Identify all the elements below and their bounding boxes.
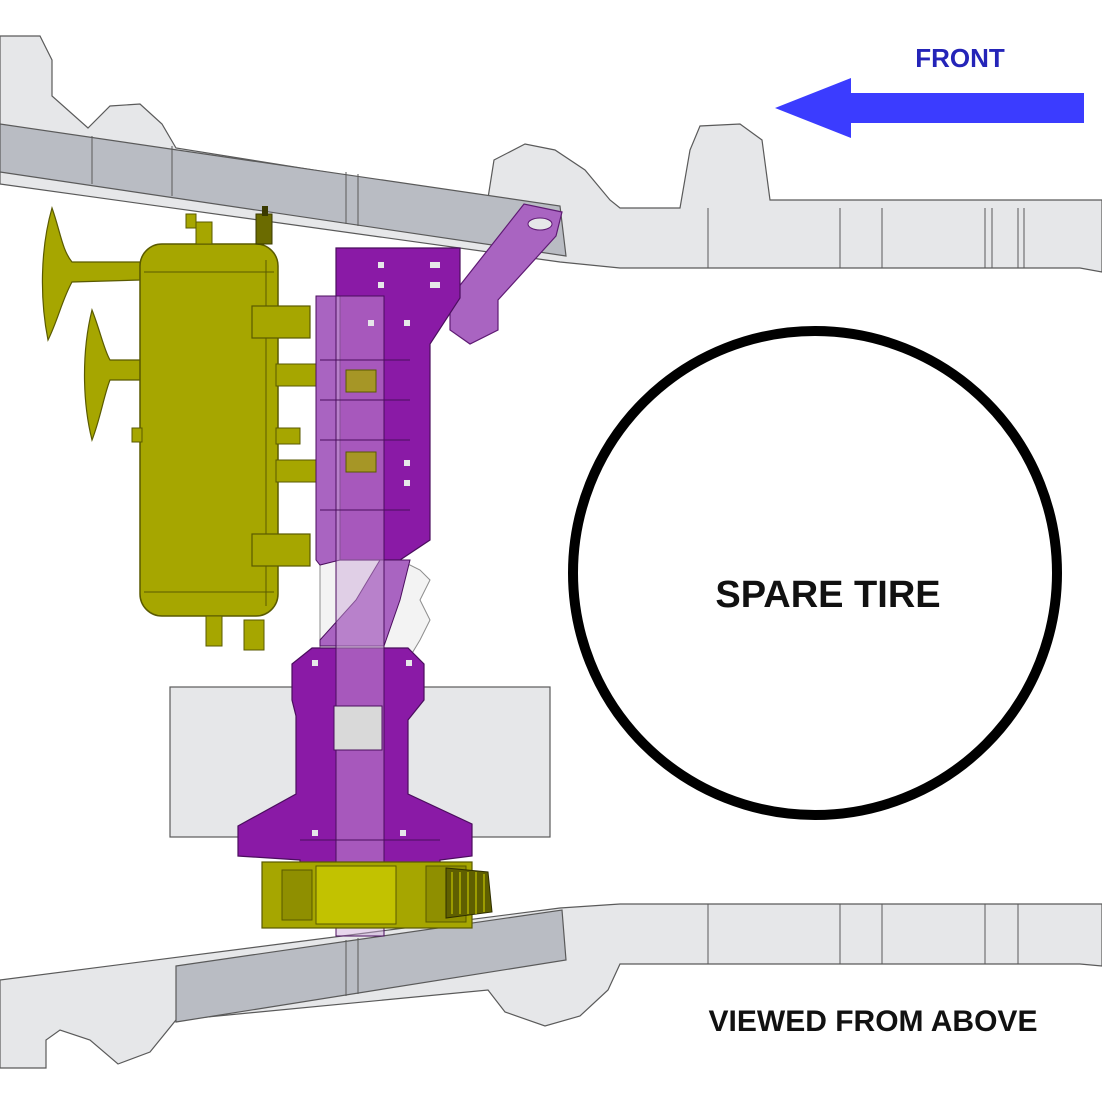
bracket-arm: [449, 203, 563, 345]
bracket-hardware: [345, 369, 377, 393]
bolt-hole: [430, 282, 440, 288]
bracket-hardware: [345, 451, 377, 473]
tank-strap: [275, 363, 317, 387]
bolt-hole: [400, 830, 406, 836]
compressor-motor: [315, 865, 397, 925]
bolt-hole: [404, 320, 410, 326]
bracket-web: [319, 559, 411, 647]
bracket-lower-mount: [237, 647, 473, 901]
upper-frame-beam: [0, 123, 567, 257]
bolt-hole: [404, 460, 410, 466]
lower-frame-body: [0, 903, 1102, 1069]
compressor-end-cap: [281, 869, 313, 921]
bolt-hole: [430, 262, 440, 268]
tank-fitting: [205, 615, 223, 647]
bolt-hole: [368, 320, 374, 326]
spare-tire-outline: [568, 326, 1062, 820]
air-compressor: [261, 861, 493, 929]
spare-tire-label: SPARE TIRE: [715, 574, 940, 616]
air-tank: [131, 206, 317, 651]
compressor-cooling-fins: [445, 867, 493, 919]
horn-lower: [83, 308, 151, 442]
tank-strap: [251, 305, 311, 339]
bracket-slot: [527, 217, 553, 231]
lower-frame-rail: [0, 903, 1102, 1069]
tank-strap: [275, 459, 317, 483]
tank-fitting: [275, 427, 301, 445]
view-note-label: VIEWED FROM ABOVE: [709, 1005, 1038, 1038]
mounting-bracket: [237, 203, 563, 937]
front-label: FRONT: [915, 43, 1005, 73]
bolt-hole: [312, 660, 318, 666]
left-arrow-icon: [775, 78, 1084, 138]
tank-fitting: [195, 221, 213, 245]
bolt-hole: [378, 282, 384, 288]
air-horns: [41, 206, 151, 442]
tank-fitting: [185, 213, 197, 229]
lower-frame-beam: [175, 909, 567, 1023]
bracket-inner-rail: [335, 295, 385, 937]
tank-fitting: [243, 619, 265, 651]
tank-strap: [251, 533, 311, 567]
bolt-hole: [406, 660, 412, 666]
bolt-hole: [404, 480, 410, 486]
upper-frame-rail: [0, 35, 1102, 273]
horn-upper: [41, 206, 141, 342]
bracket-window: [333, 705, 383, 751]
tank-fitting: [255, 213, 273, 245]
bracket-upper-plate: [335, 247, 461, 561]
tank-fitting: [262, 206, 268, 216]
bolt-hole: [312, 830, 318, 836]
bolt-hole: [378, 262, 384, 268]
tank-fitting: [131, 427, 143, 443]
